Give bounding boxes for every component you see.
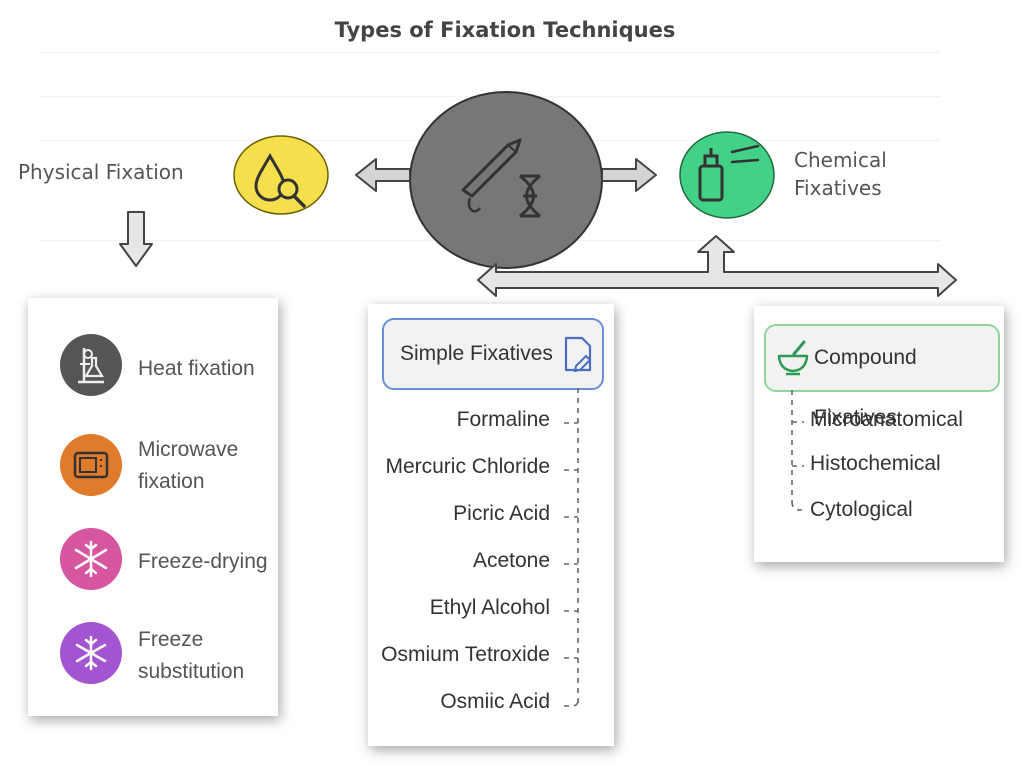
left-arrow-icon xyxy=(354,155,411,200)
simple-fixative-item: Picric Acid xyxy=(453,502,550,525)
compound-fixatives-title: Compound Fixatives xyxy=(814,346,917,429)
fixation-center-icon xyxy=(408,90,604,270)
branch-arrow-icon xyxy=(476,234,960,303)
physical-fixation-icon xyxy=(232,134,330,216)
microwave-label-line1: Microwave xyxy=(138,438,239,461)
microwave-fixation-label: Microwave fixation xyxy=(138,434,238,498)
freeze-substitution-label: Freeze substitution xyxy=(138,624,244,688)
microwave-icon xyxy=(60,434,122,496)
heat-fixation-label: Heat fixation xyxy=(138,357,255,380)
down-arrow-icon xyxy=(118,210,154,273)
freeze-sub-label-line1: Freeze xyxy=(138,628,204,651)
compound-fixative-item: Histochemical xyxy=(810,452,941,475)
simple-connector-lines xyxy=(564,388,579,707)
simple-fixative-item: Osmiic Acid xyxy=(440,690,550,713)
document-edit-icon xyxy=(564,336,592,373)
simple-fixative-item: Ethyl Alcohol xyxy=(429,596,550,619)
snowflake-badge-icon xyxy=(60,622,122,684)
physical-fixation-label: Physical Fixation xyxy=(18,160,184,184)
simple-fixative-item: Acetone xyxy=(472,549,550,572)
chemical-label-line2: Fixatives xyxy=(794,176,882,200)
simple-fixatives-header: Simple Fixatives xyxy=(382,318,604,390)
compound-fixatives-header: Compound Fixatives xyxy=(764,324,1000,429)
freeze-sub-label-line2: substitution xyxy=(138,660,245,683)
diagram-title: Types of Fixation Techniques xyxy=(334,18,676,42)
snowflake-icon xyxy=(60,528,122,590)
microwave-label-line2: fixation xyxy=(138,470,205,493)
compound-fixative-item: Cytological xyxy=(810,498,913,521)
mortar-pestle-icon xyxy=(777,340,809,376)
physical-techniques-card: Heat fixation Microwave fixation Freeze-… xyxy=(28,298,278,716)
compound-fixative-item: Microanatomical xyxy=(810,408,963,431)
right-arrow-icon xyxy=(601,155,658,200)
chemical-fixatives-icon xyxy=(678,130,776,220)
simple-fixative-item: Formaline xyxy=(456,408,550,431)
chemical-fixatives-label: Chemical Fixatives xyxy=(794,146,887,202)
lab-equipment-icon xyxy=(60,334,122,396)
compound-connector-lines xyxy=(791,390,804,511)
freeze-drying-label: Freeze-drying xyxy=(138,550,268,573)
chemical-label-line1: Chemical xyxy=(794,148,887,172)
simple-fixative-item: Osmium Tetroxide xyxy=(381,643,550,666)
simple-fixatives-title: Simple Fixatives xyxy=(400,342,553,365)
simple-fixative-item: Mercuric Chloride xyxy=(385,455,550,478)
